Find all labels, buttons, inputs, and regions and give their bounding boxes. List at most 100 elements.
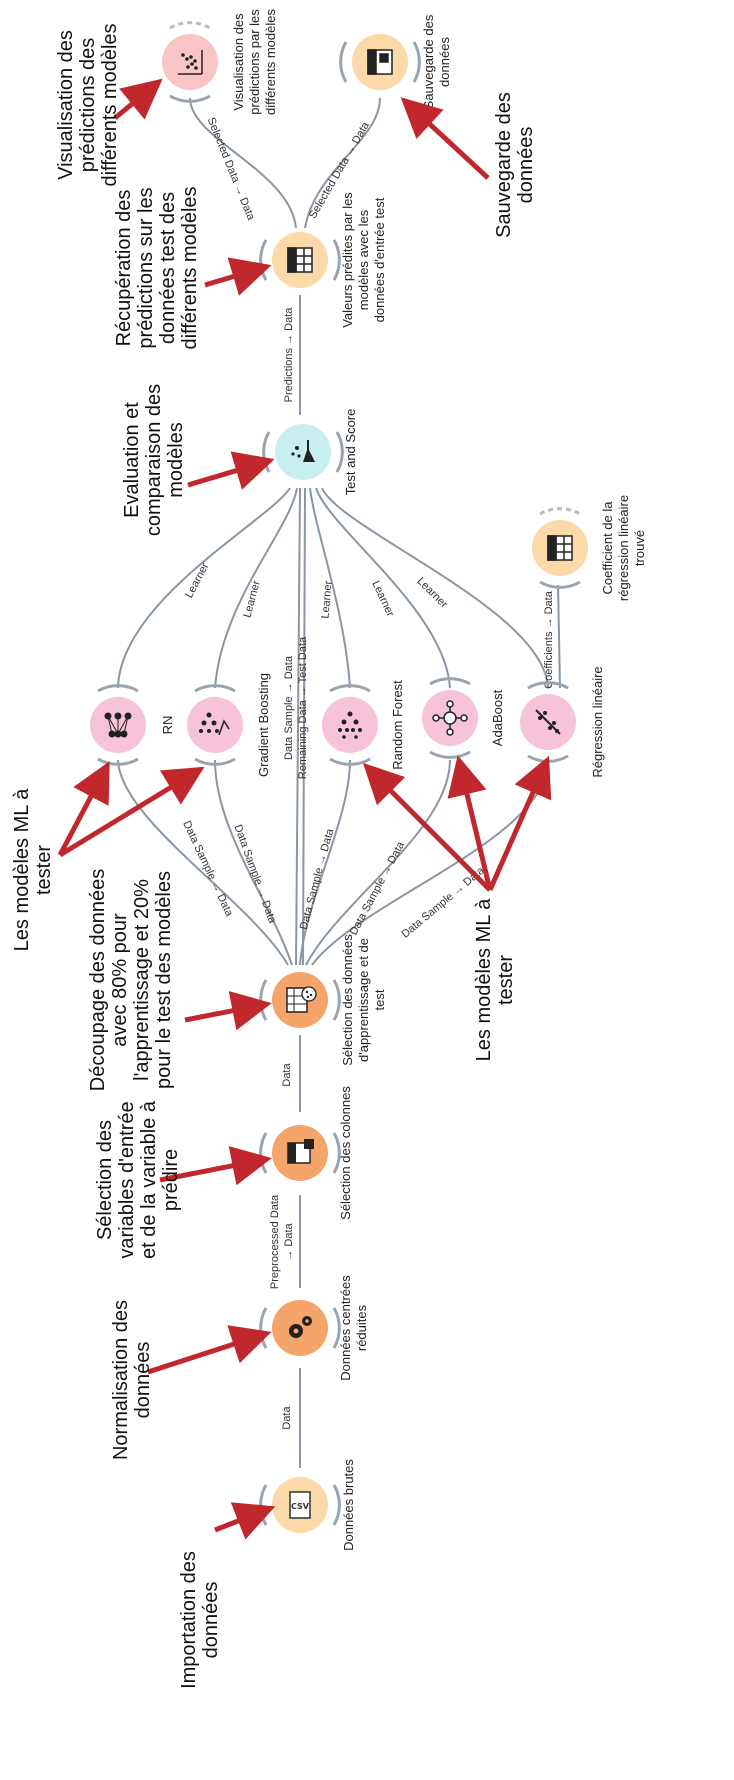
random-forest-icon (338, 711, 362, 739)
link-label-preprocessed-1: Preprocessed Data (269, 1194, 281, 1289)
arrow-modeles-ada (447, 755, 493, 891)
node-label-centrees-2: réduites (354, 1304, 369, 1351)
edge-selection-ts-remaining (302, 487, 306, 966)
link-labels: Data Preprocessed Data → Data Data Data … (180, 116, 555, 1430)
node-label-centrees-1: Données centrées (338, 1275, 353, 1381)
edges (117, 97, 561, 1468)
adaboost-icon (432, 700, 468, 736)
node-label-adaboost: AdaBoost (490, 689, 505, 746)
annotation-arrows (57, 78, 552, 1540)
annotation-decoupage-3: l'apprentissage et 20% (131, 879, 153, 1081)
annotation-evaluation-2: comparaison des (143, 384, 165, 536)
node-random-forest[interactable] (322, 684, 378, 766)
annotation-visualisation-3: différents modèles (99, 23, 121, 186)
arrow-normalisation (147, 1325, 272, 1375)
annotation-recuperation-3: données test des (157, 192, 179, 344)
edge-reg-ts (321, 487, 549, 689)
annotation-normalisation-2: données (132, 1342, 154, 1419)
link-label-learner-3: Learner (319, 580, 334, 619)
annotation-modeles-left-2: tester (33, 845, 55, 895)
node-label-gradient-boosting: Gradient Boosting (256, 673, 271, 777)
data-sampler-icon (286, 986, 317, 1013)
node-coefficient[interactable] (532, 507, 588, 589)
edge-predites-sauvegarde (304, 97, 381, 229)
annotation-modeles-right-2: tester (495, 955, 517, 1005)
node-test-and-score[interactable] (262, 424, 344, 480)
edge-nn-ts (117, 487, 291, 689)
node-circle (162, 34, 218, 90)
edge-rf-ts (309, 487, 351, 689)
annotation-importation-2: données (200, 1582, 222, 1659)
annotation-selection-variables-1: Sélection des (94, 1120, 116, 1240)
edge-selection-ada (305, 759, 451, 966)
node-donnees-centrees[interactable] (259, 1300, 341, 1356)
annotation-selection-variables-4: prédire (160, 1149, 182, 1211)
edge-gb-ts (214, 487, 298, 689)
node-gradient-boosting[interactable] (187, 684, 243, 766)
edge-ada-ts (315, 487, 451, 689)
gradient-boosting-icon (199, 712, 230, 736)
link-label-data: Data (281, 1406, 293, 1430)
annotation-decoupage-2: avec 80% pour (109, 913, 131, 1047)
edge-selection-nn (117, 759, 289, 966)
annotation-normalisation-1: Normalisation des (110, 1300, 132, 1460)
node-regression[interactable] (520, 681, 576, 763)
annotation-selection-variables-2: variables d'entrée (116, 1101, 138, 1258)
node-adaboost[interactable] (422, 677, 478, 759)
node-label-random-forest: Random Forest (390, 680, 405, 770)
node-visualisation[interactable] (162, 21, 218, 103)
link-label-remaining: Remaining Data → Test Data (297, 636, 309, 779)
node-nn[interactable] (90, 684, 146, 766)
node-label-sauvegarde-1: Sauvegarde des (421, 14, 436, 109)
scatter-plot-icon (178, 50, 203, 75)
edge-selection-ts-sample (295, 487, 301, 966)
csv-file-icon: CSV (289, 1491, 311, 1519)
node-label-nn: RN (160, 716, 175, 735)
edge-predites-visualisation (189, 97, 297, 229)
node-label-test-and-score: Test and Score (343, 409, 358, 496)
node-label-selection-donnees-2: d'apprentissage et de (356, 938, 371, 1062)
node-label-selection-donnees-3: test (372, 989, 387, 1010)
annotation-visualisation-2: prédictions des (77, 38, 99, 173)
edge-selection-gb (214, 759, 293, 966)
annotation-selection-variables-3: et de la variable à (138, 1100, 160, 1259)
node-label-visualisation-2: prédictions par les (247, 9, 262, 115)
link-label-selected-1: Selected Data → Data (205, 116, 257, 223)
link-label-ds-ada: Data Sample → Data (348, 839, 408, 937)
arrow-recuperation (204, 257, 272, 296)
select-columns-icon (287, 1139, 314, 1164)
link-label-ds-gb: Data Sample → Data (231, 823, 278, 926)
node-circle (322, 697, 378, 753)
link-label-ds-nn: Data Sample → Data (180, 819, 235, 919)
arrow-evaluation (187, 451, 275, 490)
node-label-coefficient-2: régression linéaire (616, 495, 631, 601)
data-table-icon (287, 247, 313, 273)
save-data-icon (367, 49, 393, 75)
link-label-ds-ts: Data Sample → Data (283, 655, 295, 760)
annotation-decoupage-4: pour le test des modèles (153, 871, 175, 1089)
link-label-learner-2: Learner (241, 579, 262, 619)
node-donnees-brutes[interactable]: CSV (259, 1477, 341, 1533)
arrow-selection-variables (159, 1146, 272, 1186)
node-selection-donnees[interactable] (259, 972, 341, 1028)
node-label-valeurs-predites-2: modèles avec les (356, 209, 371, 310)
node-sauvegarde[interactable] (339, 34, 421, 90)
node-label-selection-colonnes: Sélection des colonnes (338, 1086, 353, 1220)
annotation-modeles-right-1: Les modèles ML à (473, 898, 495, 1062)
node-valeurs-predites[interactable] (259, 232, 341, 288)
arrow-importation (214, 1502, 276, 1540)
annotation-modeles-left-1: Les modèles ML à (11, 788, 33, 952)
link-label-learner-4: Learner (369, 579, 396, 619)
node-label-selection-donnees-1: Sélection des données (340, 934, 355, 1066)
node-label-valeurs-predites-3: données d'entrée test (372, 197, 387, 322)
link-label-preprocessed-2: → Data (283, 1222, 295, 1260)
annotation-evaluation-3: modèles (165, 422, 187, 498)
node-label-sauvegarde-2: données (437, 37, 452, 87)
node-label-coefficient-1: Coefficient de la (600, 501, 615, 595)
node-selection-colonnes[interactable] (259, 1125, 341, 1181)
annotation-evaluation-1: Evaluation et (121, 402, 143, 518)
annotation-visualisation-1: Visualisation des (55, 30, 77, 180)
node-circle (275, 424, 331, 480)
data-table-icon (547, 535, 573, 561)
node-label-valeurs-predites-1: Valeurs prédites par les (340, 192, 355, 328)
